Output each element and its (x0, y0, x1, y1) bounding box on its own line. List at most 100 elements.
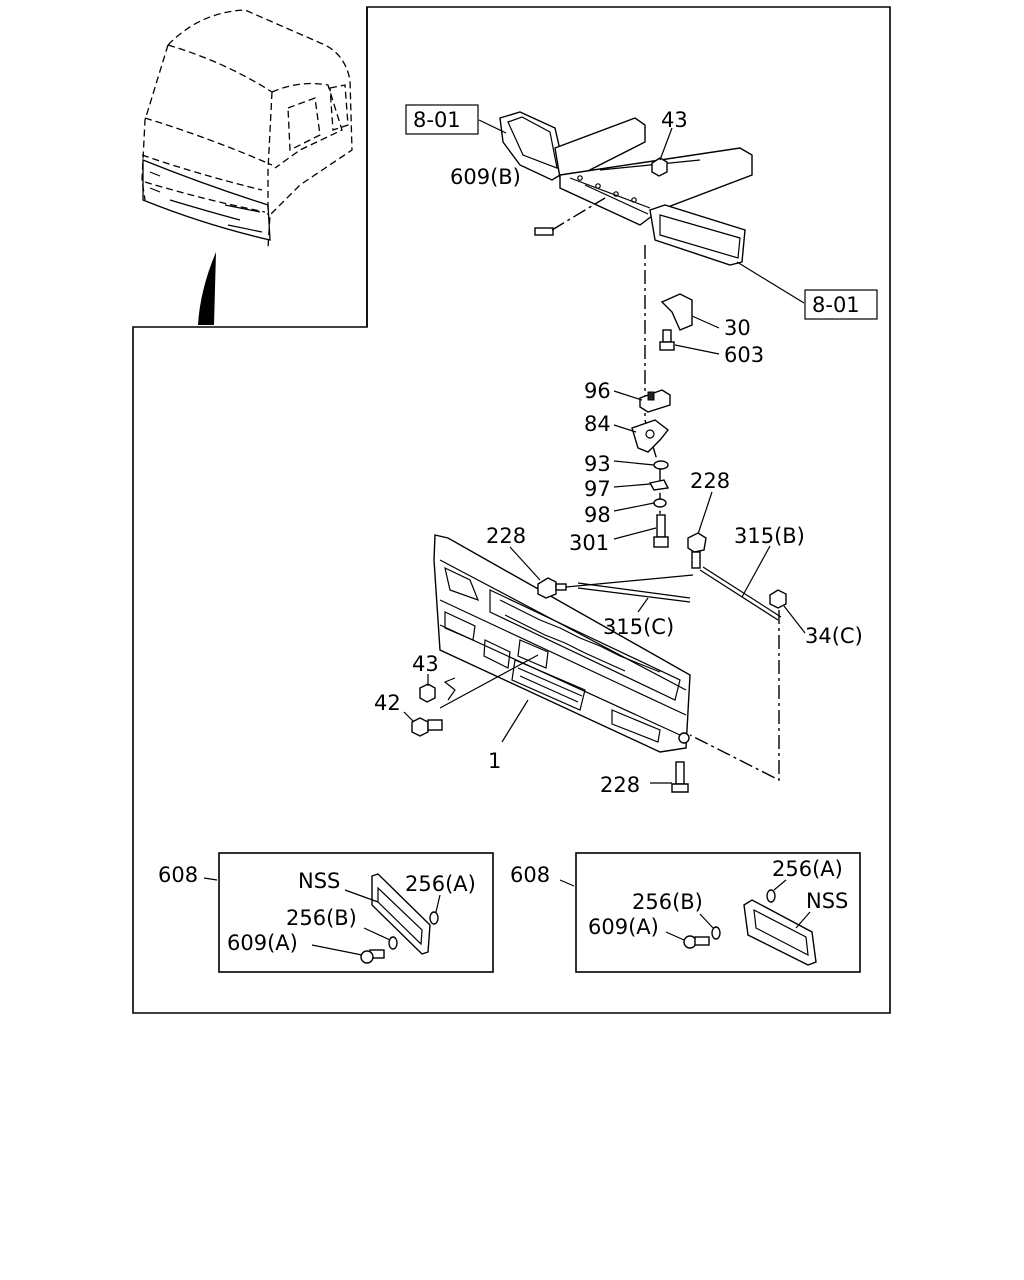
bolt-42 (411, 717, 443, 737)
label-315b: 315(B) (734, 524, 805, 548)
label-84: 84 (584, 412, 611, 436)
leader-34c (783, 605, 806, 634)
block-96 (639, 389, 671, 413)
label-42: 42 (374, 691, 401, 715)
label-93: 93 (584, 452, 611, 476)
view-pointer-arrow (198, 252, 216, 325)
inset-right-nss-leader (795, 911, 811, 929)
leader-8-01-right (736, 261, 805, 304)
inset-right-bolt-609a (683, 935, 710, 949)
washer-93 (653, 460, 669, 470)
bolt-42-axis-line-2 (443, 677, 456, 701)
label-43-mid: 43 (412, 652, 439, 676)
bumper-1 (433, 534, 691, 753)
rod-315c (577, 582, 691, 603)
inset-left-label-nss: NSS (298, 869, 340, 893)
rod-315b (699, 566, 782, 621)
ref-label-8-01-top: 8-01 (413, 108, 461, 132)
leader-96 (613, 390, 643, 401)
inset-left-nss-leader (344, 889, 379, 903)
inset-right-label-nss: NSS (806, 889, 848, 913)
pin-609b (534, 227, 554, 236)
inset-left-256a-leader (435, 894, 441, 913)
label-97: 97 (584, 477, 611, 501)
bolt-301 (653, 514, 669, 548)
leader-315c (637, 597, 649, 613)
bracket-84 (631, 419, 669, 453)
inset-left-609a-leader (311, 944, 363, 956)
nut-43-mid (419, 683, 436, 703)
inset-left-label-609a: 609(A) (227, 931, 298, 955)
bolt-228-top (687, 532, 707, 569)
dash-line-34c-down (689, 610, 780, 782)
inset-left: 608 NSS 256(A) 256(B) 609(A) (158, 852, 494, 973)
label-315c: 315(C) (603, 615, 674, 639)
bolt-228-left (537, 577, 567, 599)
leader-609b (551, 197, 606, 231)
inset-left-256b-leader (363, 927, 391, 941)
label-603: 603 (724, 343, 764, 367)
ref-label-8-01-right: 8-01 (812, 293, 860, 317)
inset-right-washer-256a (766, 889, 776, 903)
truck-cab-overview (141, 9, 353, 249)
inset-left-608-leader (203, 877, 218, 881)
rod-connection-line (565, 574, 694, 588)
label-228-bottom: 228 (600, 773, 640, 797)
inset-left-bolt-609a (360, 949, 385, 964)
leader-30 (691, 315, 720, 329)
label-609b: 609(B) (450, 165, 521, 189)
leader-43-top (659, 127, 673, 161)
bolt-603 (659, 329, 675, 351)
label-34c: 34(C) (805, 624, 863, 648)
inset-right-608-leader (559, 879, 575, 887)
label-228-left: 228 (486, 524, 526, 548)
leader-301 (613, 527, 657, 540)
inset-right-609a-leader (665, 931, 685, 941)
inset-right-label-609a: 609(A) (588, 915, 659, 939)
inset-left-label-256b: 256(B) (286, 906, 357, 930)
inset-left-washer-256b (388, 936, 398, 950)
leader-315b (741, 545, 771, 598)
label-301: 301 (569, 531, 609, 555)
leader-228-top (697, 491, 713, 535)
leader-93 (613, 460, 655, 466)
leader-97 (613, 483, 651, 488)
leader-1 (501, 699, 529, 743)
inset-left-label-608: 608 (158, 863, 198, 887)
ref-box-8-01-right (804, 289, 878, 320)
inset-left-washer-256a (429, 911, 439, 925)
inset-right-washer-256b (711, 926, 721, 940)
leader-603 (674, 344, 720, 355)
leader-8-01-top (478, 119, 507, 134)
inset-right-label-256b: 256(B) (632, 890, 703, 914)
washer-98 (653, 498, 667, 508)
inset-right-256b-leader (699, 913, 714, 929)
leader-84 (613, 424, 637, 433)
inset-left-plate (371, 873, 431, 955)
label-98: 98 (584, 503, 611, 527)
label-43-top: 43 (661, 108, 688, 132)
label-1: 1 (488, 749, 501, 773)
inset-right-plate (743, 899, 817, 966)
inset-right-256a-leader (773, 879, 787, 891)
bolt-228-bottom (671, 761, 689, 793)
label-96: 96 (584, 379, 611, 403)
leader-228-left (509, 546, 541, 581)
label-228-top: 228 (690, 469, 730, 493)
bracket-30 (660, 293, 693, 331)
label-30: 30 (724, 316, 751, 340)
inset-right: 608 256(A) 256(B) NSS 609(A) (510, 852, 861, 973)
inset-right-label-256a: 256(A) (772, 857, 843, 881)
bumper-frame-assembly (499, 111, 753, 266)
nut-43-top (651, 157, 668, 177)
inset-left-label-256a: 256(A) (405, 872, 476, 896)
bolt-42-axis-line (439, 654, 539, 709)
leader-42 (403, 711, 415, 723)
clip-97 (648, 479, 670, 491)
ref-box-8-01-top (405, 104, 479, 135)
leader-98 (613, 502, 655, 512)
inset-right-frame (575, 852, 861, 973)
nut-34c (769, 589, 787, 609)
inset-right-label-608: 608 (510, 863, 550, 887)
